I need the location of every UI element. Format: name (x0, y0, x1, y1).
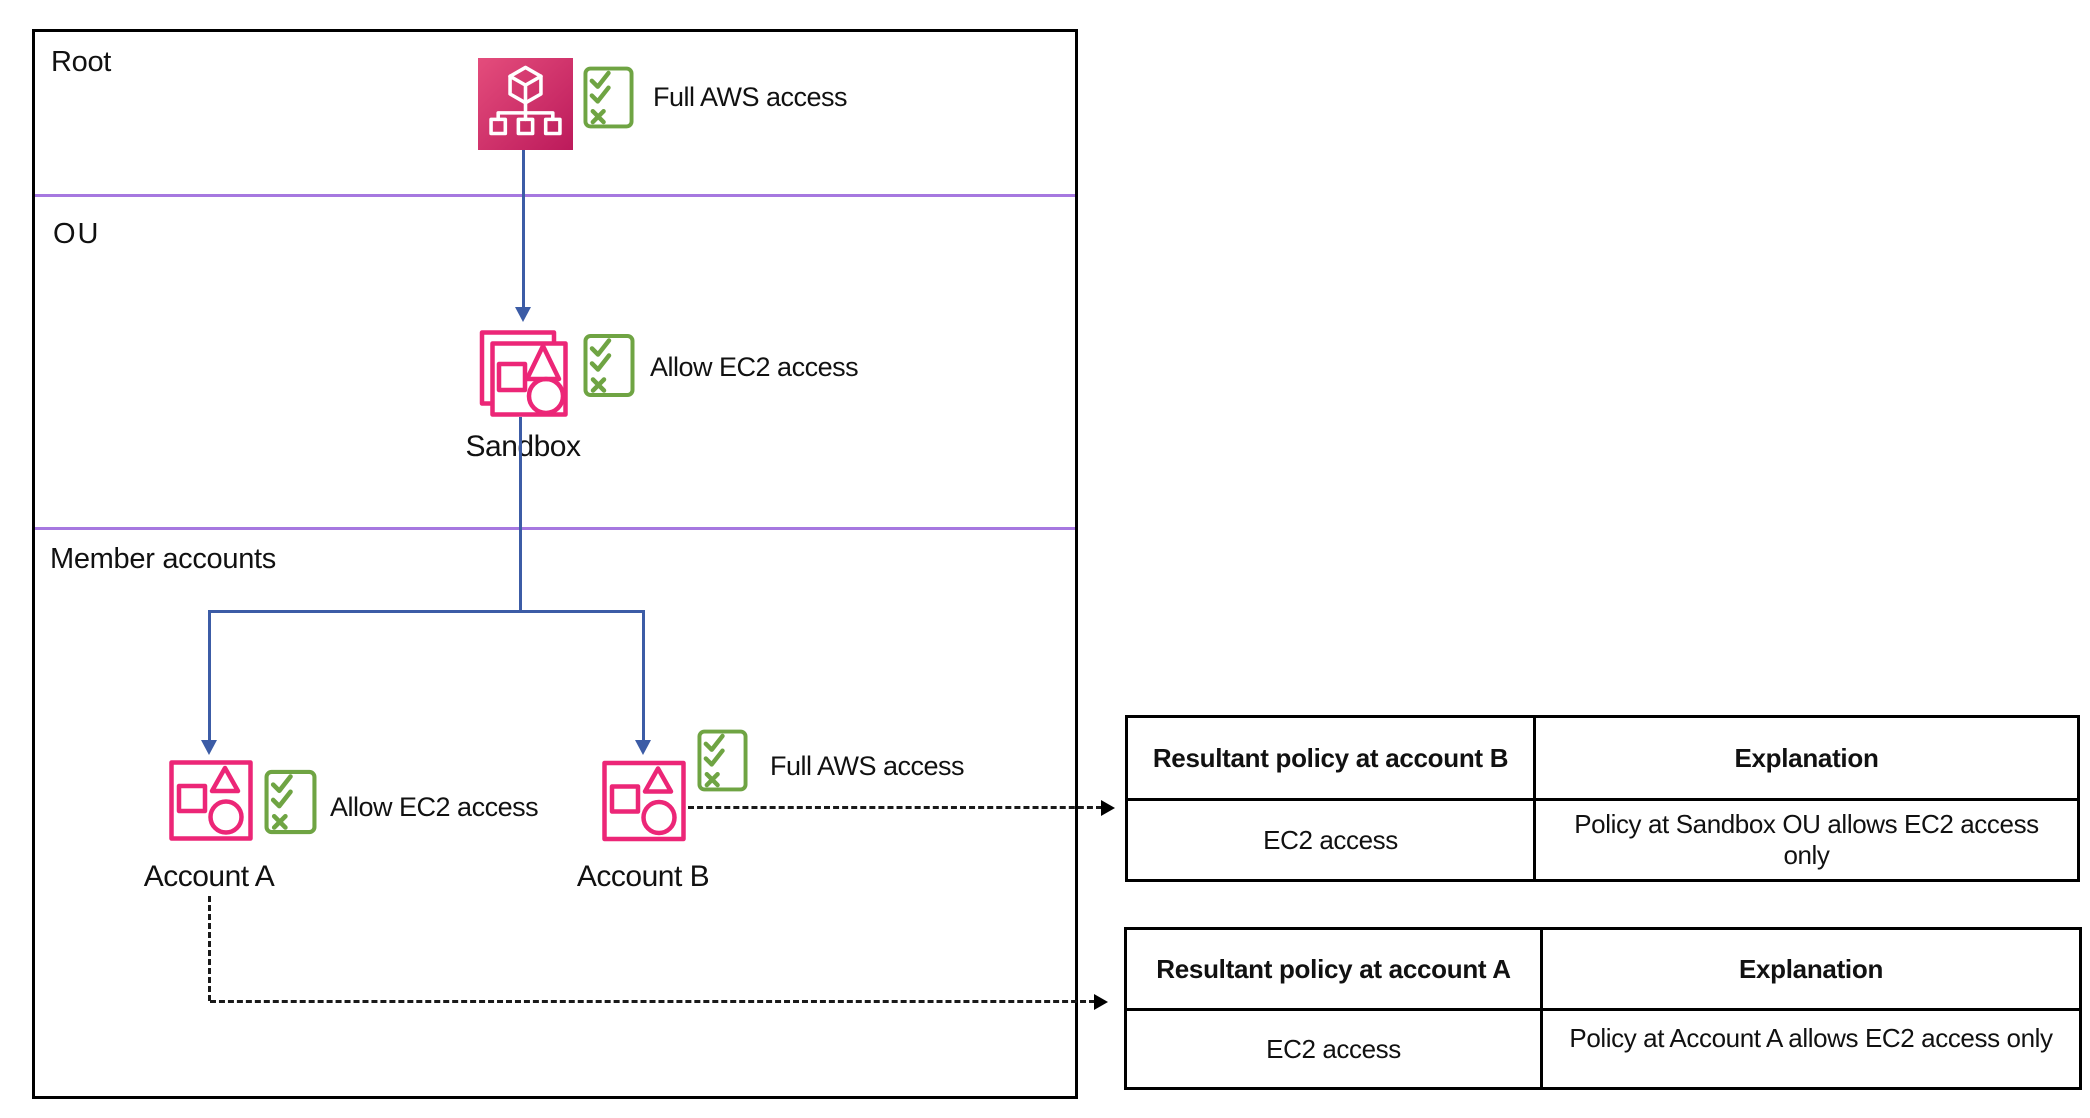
sandbox-to-branch-line (519, 417, 522, 612)
account-b-label: Account B (576, 860, 710, 893)
account-b-to-table-dashed-line (688, 806, 1102, 809)
account-a-policy-label: Allow EC2 access (330, 792, 539, 822)
table-row: EC2 access Policy at Sandbox OU allows E… (1125, 798, 2080, 882)
account-a-to-table-dashed-line (210, 1000, 1095, 1003)
section-label-ou: OU (53, 218, 101, 250)
account-a-to-table-arrowhead (1094, 994, 1108, 1010)
account-b-arrowhead (635, 740, 651, 755)
branch-to-account-b-line (642, 610, 645, 741)
branch-horizontal-line (209, 610, 645, 613)
table-header-cell: Explanation (1540, 927, 2082, 1011)
table-header-cell: Explanation (1533, 715, 2080, 801)
table-cell: EC2 access (1125, 798, 1536, 882)
account-a-label: Account A (143, 860, 275, 893)
table-header-row: Resultant policy at account A Explanatio… (1124, 927, 2082, 1011)
section-label-member-accounts: Member accounts (50, 543, 276, 575)
ou-member-divider (35, 527, 1075, 530)
policy-checklist-icon (697, 729, 748, 792)
policy-table-account-a: Resultant policy at account A Explanatio… (1124, 927, 2082, 1090)
policy-checklist-icon (583, 66, 634, 129)
account-a-dashed-drop-line (208, 896, 211, 1001)
branch-to-account-a-line (208, 610, 211, 741)
table-header-row: Resultant policy at account B Explanatio… (1125, 715, 2080, 801)
table-cell: Policy at Sandbox OU allows EC2 access o… (1533, 798, 2080, 882)
policy-checklist-icon (583, 334, 635, 397)
table-row: EC2 access Policy at Account A allows EC… (1124, 1008, 2082, 1090)
section-label-root: Root (51, 46, 112, 78)
organization-boundary-box: Root OU Member accounts (32, 29, 1078, 1099)
account-icon (169, 760, 253, 841)
sandbox-policy-label: Allow EC2 access (650, 352, 859, 382)
account-b-to-table-arrowhead (1101, 800, 1115, 816)
organizations-icon (478, 58, 573, 150)
account-icon (602, 760, 686, 842)
policy-checklist-icon (264, 769, 317, 835)
root-policy-label: Full AWS access (653, 82, 848, 112)
table-header-cell: Resultant policy at account A (1124, 927, 1543, 1011)
table-cell: Policy at Account A allows EC2 access on… (1540, 1008, 2082, 1090)
account-b-policy-label: Full AWS access (770, 751, 965, 781)
root-to-sandbox-line (522, 150, 525, 308)
table-cell: EC2 access (1124, 1008, 1543, 1090)
organizational-unit-icon (479, 330, 568, 417)
root-to-sandbox-arrowhead (515, 307, 531, 322)
root-ou-divider (35, 194, 1075, 197)
account-a-arrowhead (201, 740, 217, 755)
sandbox-ou-label: Sandbox (465, 430, 581, 463)
table-header-cell: Resultant policy at account B (1125, 715, 1536, 801)
policy-table-account-b: Resultant policy at account B Explanatio… (1125, 715, 2080, 882)
